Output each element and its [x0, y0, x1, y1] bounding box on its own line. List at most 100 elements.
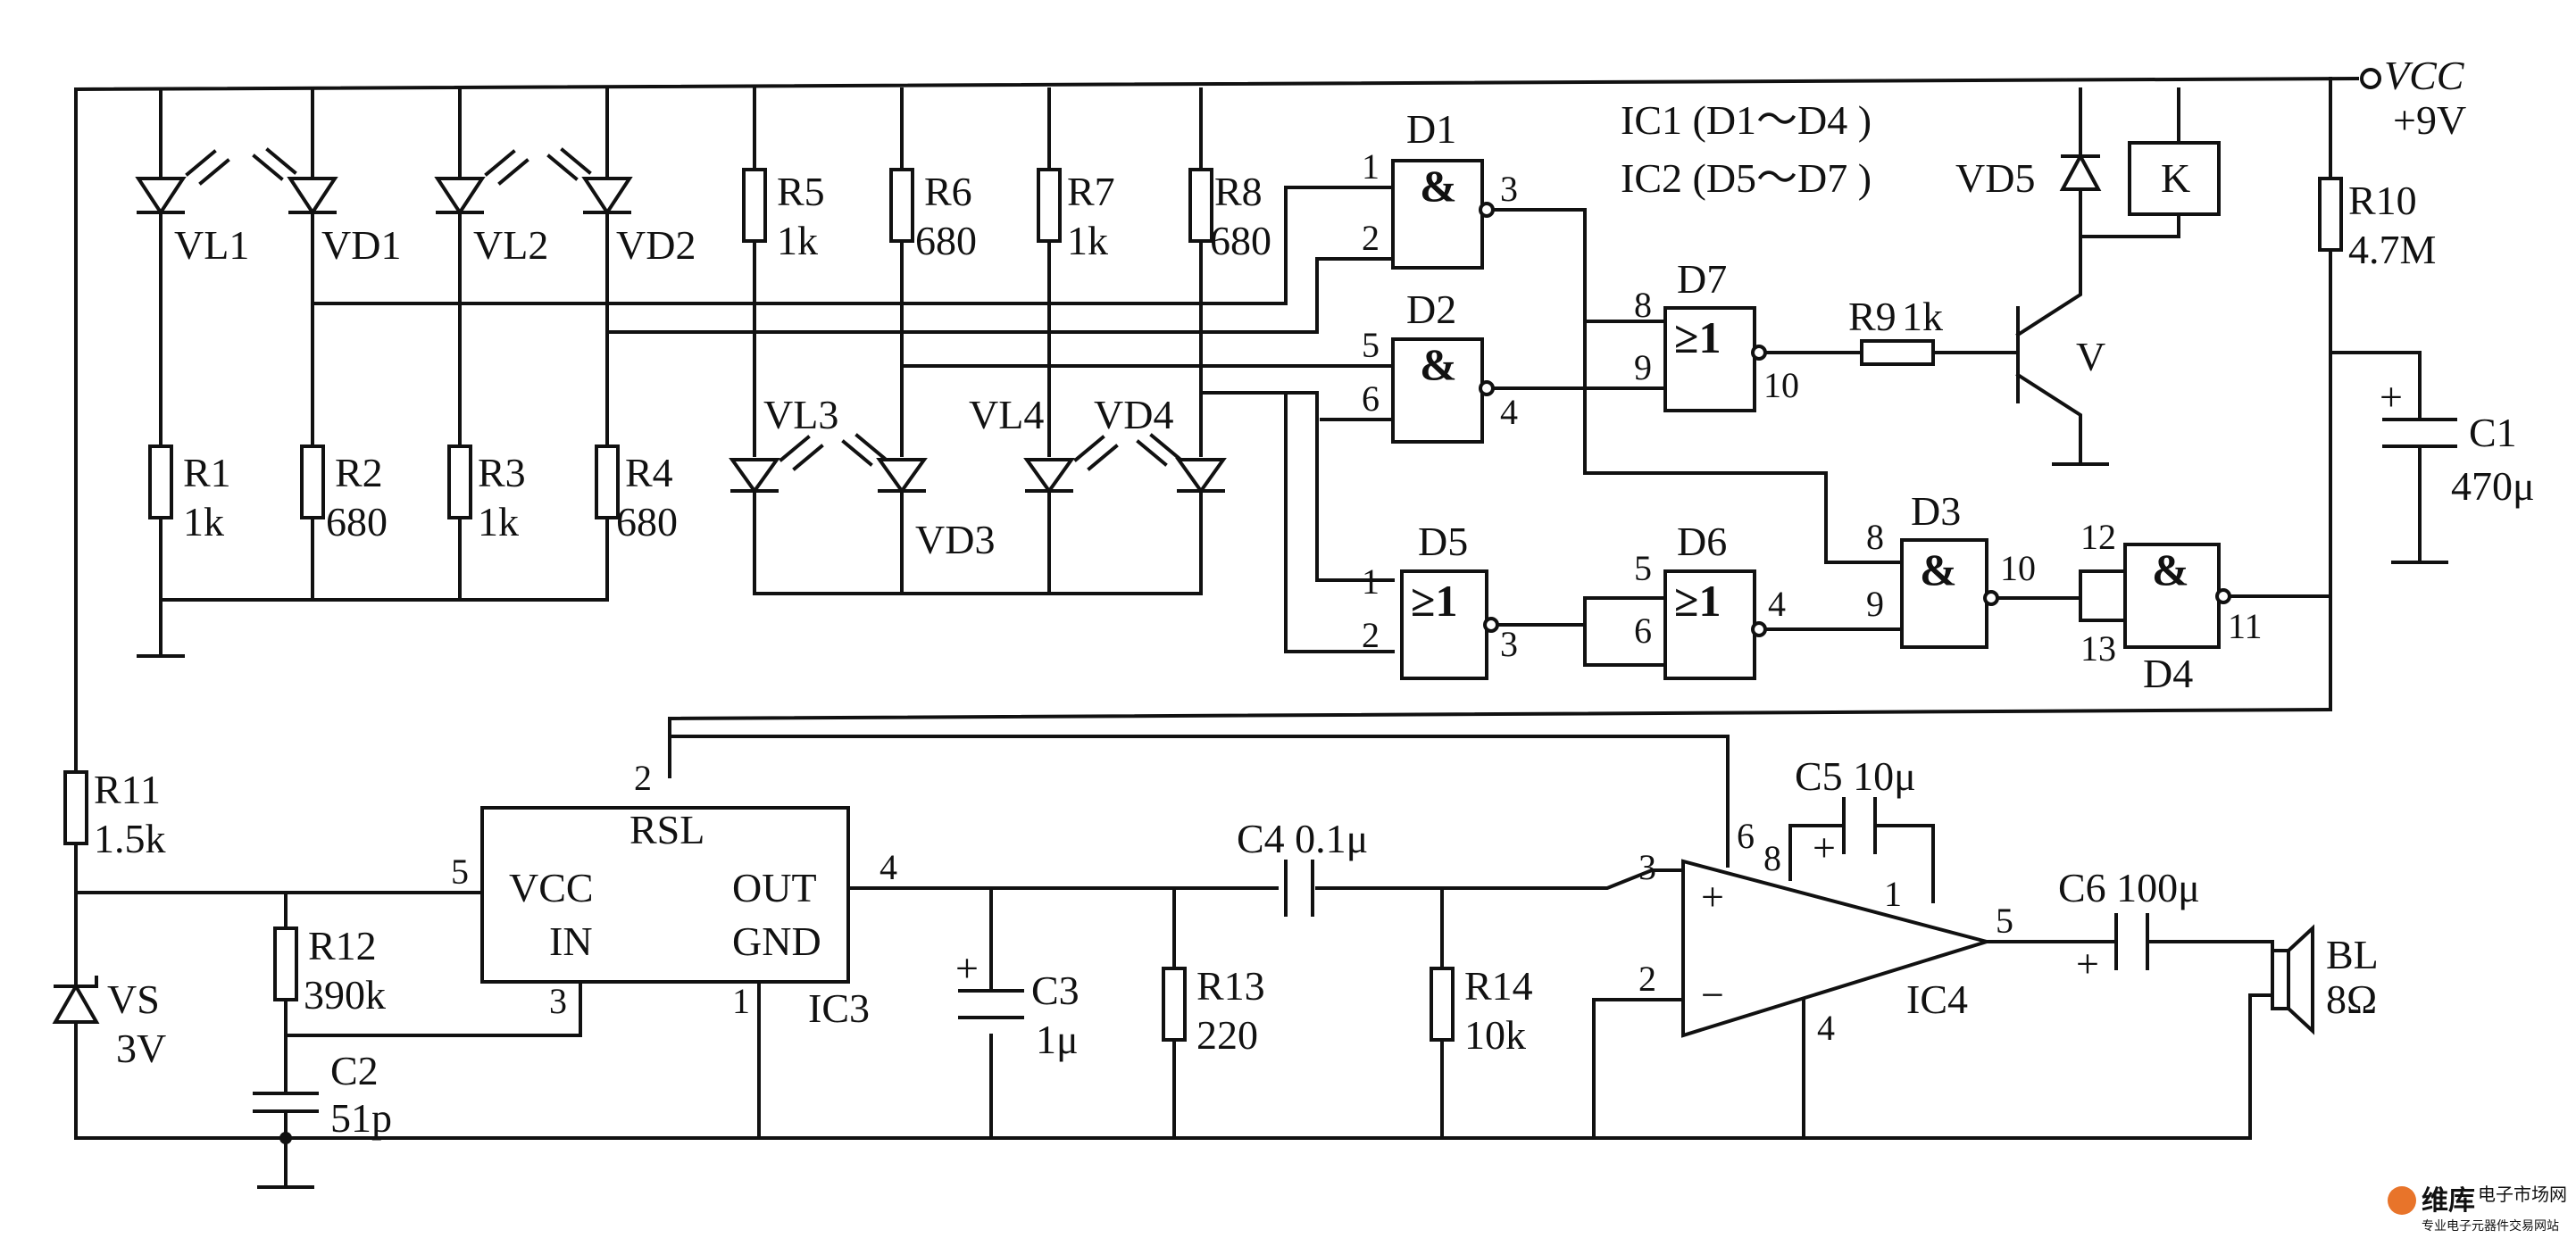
svg-text:R5: R5 [777, 169, 825, 214]
svg-text:1: 1 [732, 981, 750, 1021]
svg-text:R14: R14 [1464, 963, 1533, 1009]
svg-text:IC1 (D1～D4 ): IC1 (D1～D4 ) [1621, 97, 1872, 143]
svg-text:R3: R3 [478, 450, 526, 495]
svg-text:≥1: ≥1 [1674, 576, 1721, 626]
svg-text:1: 1 [1884, 874, 1902, 914]
svg-text:D2: D2 [1406, 287, 1456, 332]
emitter-led-vl3: VL3 [729, 392, 838, 494]
svg-text:R7: R7 [1067, 169, 1115, 214]
detector-diode-vd4: VD4 [1094, 392, 1227, 494]
svg-text:R13: R13 [1196, 963, 1265, 1009]
svg-text:1k: 1k [1067, 218, 1108, 263]
svg-text:R9: R9 [1848, 294, 1897, 339]
svg-text:10: 10 [1763, 365, 1799, 405]
resistor-r12: R12 390k [273, 923, 386, 1018]
svg-text:VD5: VD5 [1955, 155, 2035, 201]
svg-text:51p: 51p [330, 1095, 392, 1141]
detector-diode-vd1: VD1 [252, 147, 401, 268]
zener-vs: VS 3V [52, 976, 166, 1071]
svg-text:IC4: IC4 [1906, 976, 1968, 1022]
svg-text:+9V: +9V [2393, 97, 2466, 143]
svg-text:GND: GND [732, 918, 821, 964]
svg-text:8: 8 [1634, 285, 1652, 325]
svg-text:1k: 1k [478, 499, 519, 544]
capacitor-c1: + C1 470μ [2380, 374, 2535, 509]
svg-text:+: + [2076, 941, 2099, 986]
svg-text:&: & [1420, 339, 1457, 389]
vcc-terminal: VCC +9V [2384, 53, 2466, 143]
capacitor-c6: + C6 100μ [2058, 865, 2200, 986]
svg-text:VCC: VCC [2384, 53, 2465, 98]
transistor-v: V [2076, 334, 2105, 379]
gate-d3: D3 & 8 9 10 [1866, 488, 2036, 649]
emitter-led-vl1: VL1 [135, 149, 249, 268]
ic3: RSL VCC IN OUT GND IC3 2 5 3 4 1 [451, 758, 897, 1031]
watermark-logo: 维库 电子市场网 专业电子元器件交易网站 [2388, 1184, 2567, 1234]
ic4-amplifier: + − IC4 3 2 6 8 1 4 5 [1638, 816, 2013, 1048]
svg-text:R8: R8 [1214, 169, 1263, 214]
svg-text:电子市场网: 电子市场网 [2478, 1184, 2567, 1205]
svg-text:4: 4 [1768, 584, 1786, 624]
svg-text:C4 0.1μ: C4 0.1μ [1237, 816, 1368, 861]
svg-text:220: 220 [1196, 1012, 1258, 1058]
svg-text:VD3: VD3 [915, 517, 995, 562]
svg-text:−: − [1701, 972, 1724, 1018]
detector-diode-vd2: VD2 [546, 147, 696, 268]
svg-text:C1: C1 [2469, 410, 2517, 455]
svg-text:3: 3 [1500, 169, 1518, 209]
vd2-label: VD2 [616, 222, 696, 268]
svg-text:R12: R12 [308, 923, 377, 968]
svg-text:+: + [1813, 825, 1836, 870]
svg-text:+: + [955, 945, 979, 991]
svg-text:VS: VS [107, 976, 160, 1022]
svg-text:维库: 维库 [2422, 1186, 2475, 1216]
svg-text:K: K [2161, 155, 2190, 201]
svg-text:D1: D1 [1406, 106, 1456, 152]
svg-text:RSL: RSL [629, 807, 704, 852]
gate-d2: D2 & 5 6 4 [1362, 287, 1518, 444]
resistor-r13: R13 220 [1162, 963, 1265, 1058]
svg-text:3: 3 [1638, 847, 1656, 887]
ic-note: IC1 (D1～D4 ) IC2 (D5～D7 ) [1621, 97, 1872, 201]
svg-text:1: 1 [1362, 561, 1380, 602]
svg-text:680: 680 [915, 218, 977, 263]
junctions [137, 68, 2381, 1144]
svg-text:6: 6 [1362, 378, 1380, 419]
gate-d1: D1 & 1 2 3 [1362, 106, 1518, 270]
svg-text:1.5k: 1.5k [94, 816, 166, 861]
svg-text:1μ: 1μ [1036, 1017, 1079, 1062]
diode-vd5: VD5 [1955, 152, 2102, 201]
svg-text:R10: R10 [2348, 178, 2417, 223]
svg-text:9: 9 [1866, 584, 1884, 624]
svg-text:VD4: VD4 [1094, 392, 1173, 437]
svg-text:OUT: OUT [732, 865, 817, 910]
svg-text:390k: 390k [304, 972, 386, 1018]
svg-text:5: 5 [451, 852, 469, 892]
svg-text:3: 3 [549, 981, 567, 1021]
svg-text:3: 3 [1500, 624, 1518, 664]
svg-text:VL3: VL3 [763, 392, 838, 437]
svg-text:≥1: ≥1 [1411, 576, 1457, 626]
svg-text:C5 10μ: C5 10μ [1795, 753, 1916, 799]
resistor-r6: R6 680 [889, 168, 977, 263]
svg-text:1k: 1k [777, 218, 818, 263]
svg-text:680: 680 [616, 499, 678, 544]
gate-d5: D5 ≥1 1 2 3 [1362, 519, 1518, 680]
gate-d4: D4 & 12 13 11 [2080, 517, 2263, 696]
svg-text:2: 2 [1638, 959, 1656, 999]
svg-text:&: & [2152, 544, 2189, 594]
resistor-r9: R9 1k [1848, 294, 1943, 366]
svg-text:1k: 1k [1902, 294, 1943, 339]
resistor-r5: R5 1k [742, 168, 825, 263]
relay-k: K [2128, 141, 2221, 216]
svg-text:C3: C3 [1031, 968, 1080, 1013]
svg-text:C2: C2 [330, 1048, 379, 1093]
resistor-r3: R3 1k [447, 445, 526, 544]
emitter-led-vl2: VL2 [434, 149, 548, 268]
svg-text:8Ω: 8Ω [2326, 976, 2377, 1022]
svg-text:R1: R1 [183, 450, 231, 495]
svg-text:8: 8 [1866, 517, 1884, 557]
svg-text:2: 2 [1362, 615, 1380, 655]
svg-text:+: + [1701, 874, 1724, 919]
svg-text:10: 10 [2000, 548, 2036, 588]
